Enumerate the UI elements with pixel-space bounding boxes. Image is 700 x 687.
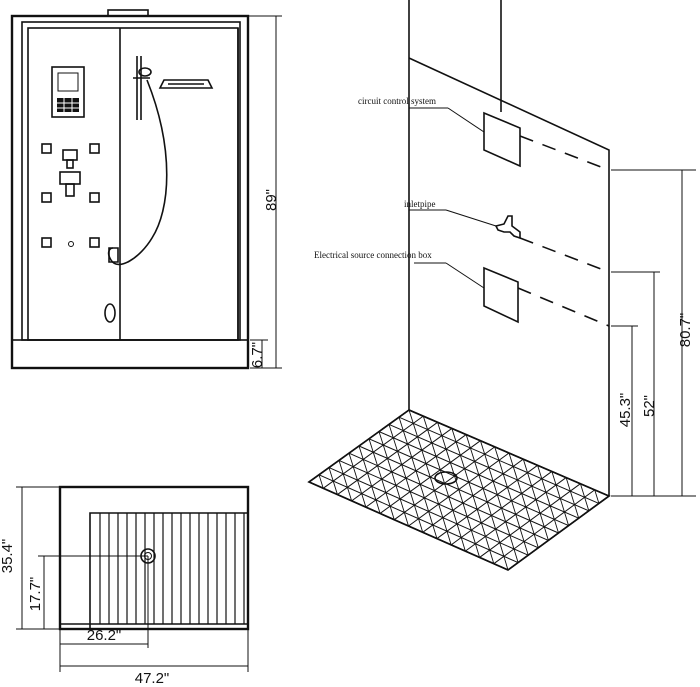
cabinet-outline — [10, 14, 250, 370]
mixer-valves — [59, 149, 81, 197]
control-panel — [51, 66, 85, 118]
inlet-pipe: inletpipe — [404, 199, 610, 273]
body-jets — [41, 143, 100, 248]
half-depth-label: 17.7" — [27, 577, 44, 612]
control-height-label: 80.7" — [677, 313, 694, 348]
inlet-note: inletpipe — [404, 199, 436, 209]
drain-offset-label: 26.2" — [87, 627, 122, 644]
inner-frame — [21, 21, 241, 341]
back-wall — [408, 57, 610, 496]
soap-shelf — [158, 79, 214, 89]
shower-tray — [307, 409, 611, 571]
door-handle — [104, 303, 116, 323]
base-tray — [11, 339, 249, 369]
electrical-note: Electrical source connection box — [314, 250, 432, 260]
perspective-view: circuit control system inletpipe Electri… — [307, 0, 696, 571]
inlet-height-dimension: 52" — [611, 271, 660, 496]
tray-ribs — [99, 513, 245, 624]
tray-drain-icon — [434, 471, 458, 485]
shower-rail — [133, 56, 152, 120]
circuit-note: circuit control system — [358, 96, 436, 106]
box-height-label: 45.3" — [617, 393, 634, 428]
plan-view: 35.4" 17.7" 26.2" 47.2" — [0, 485, 250, 687]
circuit-control-box: circuit control system — [358, 96, 610, 171]
front-elevation-view: 89" 6.7" — [10, 9, 282, 370]
depth-label: 35.4" — [0, 539, 16, 574]
base-dimension: 6.7" — [249, 339, 268, 368]
width-label: 47.2" — [135, 670, 170, 687]
box-height-dimension: 45.3" — [611, 325, 638, 496]
plan-outline — [58, 485, 250, 631]
electrical-connection-box: Electrical source connection box — [314, 250, 610, 327]
height-dimension: 89" — [240, 15, 282, 369]
inlet-height-label: 52" — [641, 395, 658, 417]
height-label: 89" — [263, 189, 280, 211]
base-height-label: 6.7" — [249, 342, 266, 368]
